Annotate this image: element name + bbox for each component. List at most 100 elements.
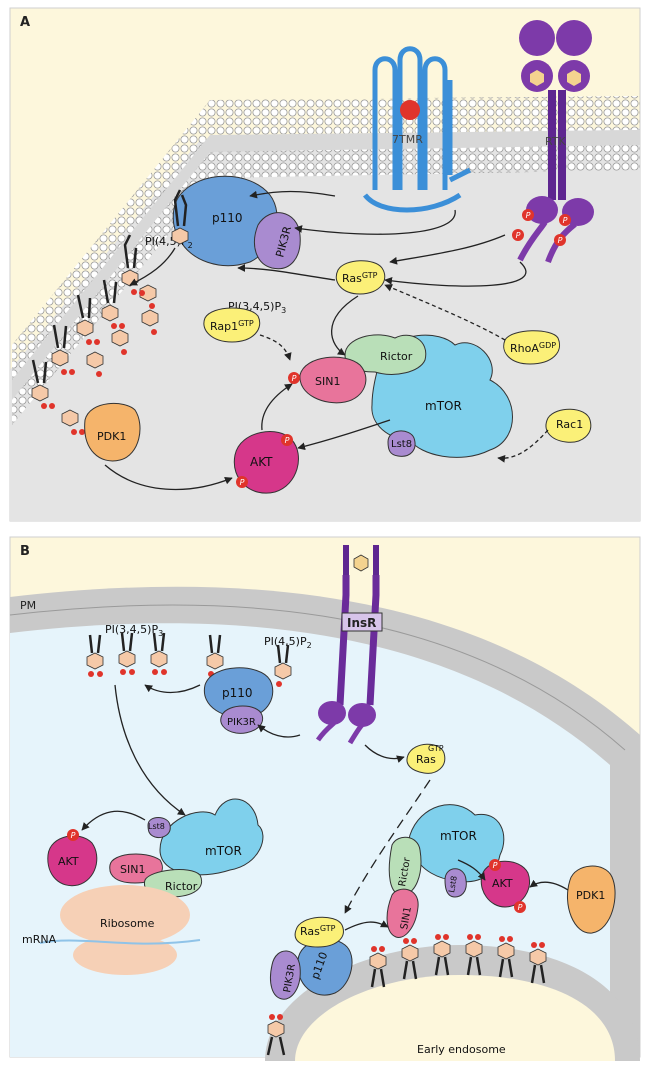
akt-phospho-b2a bbox=[489, 859, 501, 871]
svg-text:P: P bbox=[292, 374, 297, 383]
pip2-label-b: PI(4,5)P2 bbox=[264, 635, 312, 650]
svg-text:P: P bbox=[526, 211, 531, 220]
pip3-label-b: PI(3,4,5)P3 bbox=[105, 623, 163, 638]
rictor-protein-b2 bbox=[388, 836, 422, 896]
panel-a-label: A bbox=[20, 15, 30, 30]
lst8-label-b1: Lst8 bbox=[148, 822, 165, 831]
rictor-label-b1: Rictor bbox=[165, 880, 198, 893]
early-endosome-label: Early endosome bbox=[417, 1043, 506, 1056]
svg-text:P: P bbox=[71, 831, 76, 840]
rac1-protein bbox=[545, 408, 592, 443]
panel-a-diagram: A RTK 7TMR p110 PIK3R PI(4,5)P2 bbox=[9, 7, 641, 522]
panel-b-diagram: B PM InsR PI(3,4,5)P3 PI(4,5)P2 bbox=[9, 536, 641, 1061]
panel-a: A RTK 7TMR p110 PIK3R PI(4,5)P2 bbox=[0, 0, 648, 527]
svg-text:P: P bbox=[558, 236, 563, 245]
sin1-label-b2: SIN1 bbox=[399, 906, 414, 931]
rictor-label-b2: Rictor bbox=[397, 856, 413, 888]
lst8-protein-b1 bbox=[147, 817, 171, 838]
pik3r-protein bbox=[254, 212, 301, 270]
ras-protein-a bbox=[335, 260, 386, 295]
p110-label: p110 bbox=[212, 211, 243, 225]
lst8-label-a: Lst8 bbox=[391, 439, 412, 450]
ras-label-a: RasGTP bbox=[342, 271, 378, 285]
akt-phospho-2-a bbox=[236, 476, 248, 488]
rhoa-label: RhoAGDP bbox=[510, 341, 556, 355]
p110-protein-b1 bbox=[203, 667, 274, 718]
lst8-protein-b2 bbox=[444, 868, 467, 898]
akt-phospho-b1 bbox=[67, 829, 79, 841]
free-lipid-b bbox=[266, 1014, 286, 1056]
akt-protein-b2 bbox=[480, 860, 530, 908]
membrane-inner-leaflet bbox=[12, 145, 640, 425]
lst8-label-b2: Lst8 bbox=[447, 875, 459, 893]
akt-label-a: AKT bbox=[250, 455, 273, 469]
ras-label-b1: Ras bbox=[416, 753, 436, 766]
pathway-arrows-b bbox=[81, 684, 569, 931]
panel-b: B PM InsR PI(3,4,5)P3 PI(4,5)P2 bbox=[0, 535, 648, 1061]
ras-protein-b2 bbox=[294, 916, 344, 948]
lipid-tails-a bbox=[31, 189, 188, 384]
sin1-phospho-a bbox=[288, 372, 300, 384]
svg-text:P: P bbox=[516, 231, 521, 240]
pik3r-label-b1: PIK3R bbox=[227, 717, 256, 728]
membrane-outer-leaflet bbox=[12, 96, 640, 380]
ras-label-b2: RasGTP bbox=[300, 924, 336, 938]
sin1-label-a: SIN1 bbox=[315, 375, 340, 388]
membrane-midline bbox=[9, 604, 626, 751]
ras-sup-b1: GTP bbox=[428, 744, 444, 753]
pik3r-protein-b2 bbox=[269, 950, 301, 1000]
rtk-label: RTK bbox=[545, 135, 567, 148]
sin1-protein-a bbox=[299, 356, 367, 404]
pdk1-label-b: PDK1 bbox=[576, 889, 605, 902]
insr-receptor bbox=[315, 545, 380, 745]
pathway-arrows-a bbox=[104, 190, 549, 491]
rtk-receptor bbox=[517, 20, 594, 264]
pik3r-label-b2: PIK3R bbox=[282, 963, 298, 993]
mtor-label-b2: mTOR bbox=[440, 829, 477, 843]
early-endosome-lumen bbox=[295, 975, 615, 1061]
insr-label: InsR bbox=[347, 616, 376, 630]
pm-lipids bbox=[86, 632, 292, 687]
lipid-phosphates-a bbox=[41, 289, 157, 435]
mtor-label-b1: mTOR bbox=[205, 844, 242, 858]
lst8-protein-a bbox=[387, 430, 416, 457]
pdk1-protein-b bbox=[566, 865, 616, 934]
panel-b-label: B bbox=[20, 544, 30, 559]
ribosome-small-subunit bbox=[73, 935, 177, 975]
svg-text:P: P bbox=[240, 478, 245, 487]
ribosome-label: Ribosome bbox=[100, 917, 155, 930]
ribosome-large-subunit bbox=[60, 885, 190, 945]
svg-text:P: P bbox=[285, 436, 290, 445]
rac1-label: Rac1 bbox=[556, 418, 583, 431]
pik3r-protein-b1 bbox=[220, 705, 264, 734]
lipid-headgroups-a bbox=[31, 227, 189, 427]
svg-text:P: P bbox=[518, 903, 523, 912]
7tmr-receptor bbox=[363, 46, 472, 213]
mtor-label-a: mTOR bbox=[425, 399, 462, 413]
insr-label-box bbox=[341, 612, 383, 632]
ras-protein-b1 bbox=[406, 743, 446, 774]
mrna-strand bbox=[39, 939, 201, 945]
rhoa-protein bbox=[503, 330, 560, 365]
pdk1-label-a: PDK1 bbox=[97, 430, 126, 443]
pm-label: PM bbox=[20, 599, 36, 612]
svg-text:P: P bbox=[493, 861, 498, 870]
akt-phospho-1-a bbox=[281, 434, 293, 446]
mrna-label: mRNA bbox=[22, 933, 57, 946]
endosome-lipids bbox=[369, 934, 547, 988]
sin1-label-b1: SIN1 bbox=[120, 863, 145, 876]
7tmr-label: 7TMR bbox=[392, 133, 423, 146]
p110-label-b1: p110 bbox=[222, 686, 253, 700]
akt-protein-b1 bbox=[47, 835, 98, 887]
rap1-protein bbox=[203, 307, 261, 343]
membrane-core bbox=[12, 130, 640, 400]
ligand-icon bbox=[400, 100, 420, 120]
pdk1-protein-a bbox=[84, 402, 141, 462]
svg-text:P: P bbox=[563, 216, 568, 225]
rap1-label: Rap1GTP bbox=[210, 319, 254, 333]
rictor-label-a: Rictor bbox=[380, 350, 413, 363]
akt-label-b1: AKT bbox=[58, 855, 79, 868]
rtk-phospho-sites: P P P P bbox=[512, 209, 571, 246]
akt-label-b2: AKT bbox=[492, 877, 513, 890]
akt-phospho-b2b bbox=[514, 901, 526, 913]
